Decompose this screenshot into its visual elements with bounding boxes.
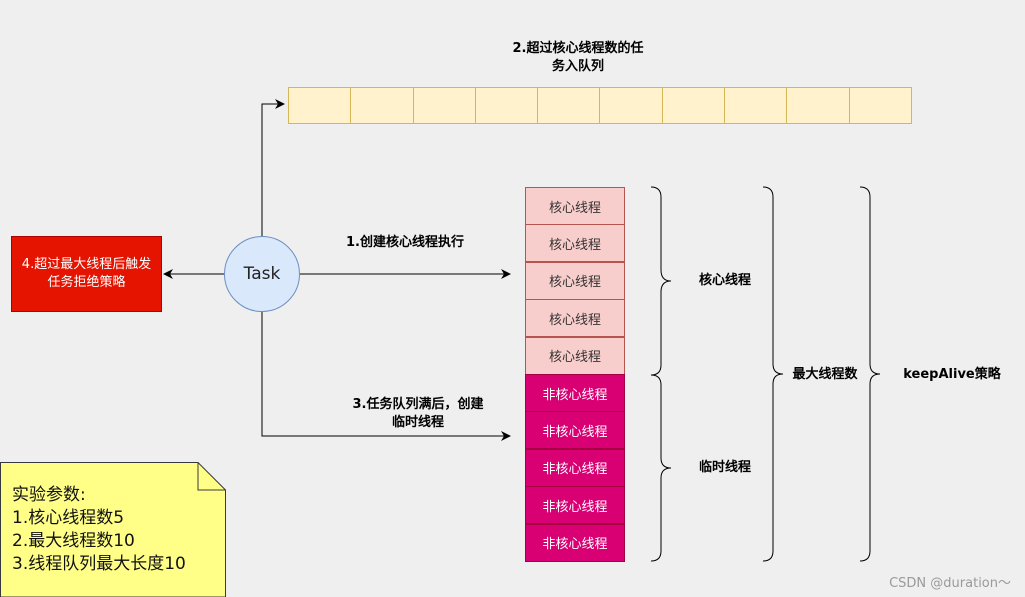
note-item: 3.线程队列最大长度10 <box>12 554 186 574</box>
note-item: 2.最大线程数10 <box>12 531 135 551</box>
queue-slot <box>724 87 788 124</box>
reject-line2: 任务拒绝策略 <box>47 275 126 290</box>
note-fold <box>197 462 226 491</box>
queue-label-line2: 务入队列 <box>551 59 604 74</box>
temp-group-label: 临时线程 <box>698 460 751 475</box>
create-temp-line2: 临时线程 <box>391 415 444 430</box>
note-item: 1.核心线程数5 <box>12 508 125 528</box>
core-thread-cell: 核心线程 <box>525 187 625 225</box>
core-brace <box>650 186 672 376</box>
queue-slot <box>288 87 352 124</box>
noncore-thread-cell: 非核心线程 <box>525 486 625 525</box>
note-title: 实验参数: <box>12 485 86 505</box>
reject-line1: 4.超过最大线程后触发 <box>21 257 152 272</box>
noncore-thread-cell: 非核心线程 <box>525 448 625 487</box>
experiment-params-note: 实验参数: 1.核心线程数5 2.最大线程数10 3.线程队列最大长度10 <box>12 484 186 576</box>
task-node: Task <box>224 236 300 312</box>
max-group-label: 最大线程数 <box>792 367 858 382</box>
arrow-to-temp-threads <box>261 312 511 441</box>
task-queue <box>288 87 912 124</box>
queue-slot <box>661 87 726 124</box>
reject-policy-box: 4.超过最大线程后触发 任务拒绝策略 <box>11 236 162 312</box>
queue-label-line1: 2.超过核心线程数的任 <box>512 41 644 56</box>
noncore-thread-cell: 非核心线程 <box>525 523 625 562</box>
queue-label: 2.超过核心线程数的任 务入队列 <box>488 40 668 76</box>
noncore-thread-cell: 非核心线程 <box>525 411 625 450</box>
create-temp-line1: 3.任务队列满后，创建 <box>352 397 484 412</box>
create-core-label: 1.创建核心线程执行 <box>346 235 464 250</box>
core-group-label: 核心线程 <box>698 273 751 288</box>
queue-slot <box>848 87 912 124</box>
keepalive-brace <box>859 186 881 562</box>
create-temp-label: 3.任务队列满后，创建 临时线程 <box>330 396 506 432</box>
watermark: CSDN @duration～ <box>889 576 1011 591</box>
queue-slot <box>350 87 414 124</box>
keepalive-group-label: keepAlive策略 <box>903 367 1001 382</box>
max-brace <box>762 186 784 562</box>
core-thread-cell: 核心线程 <box>525 336 625 375</box>
core-thread-cell: 核心线程 <box>525 299 625 338</box>
arrow-to-queue <box>261 99 285 236</box>
queue-slot <box>412 87 476 124</box>
task-label: Task <box>243 264 281 284</box>
core-thread-cell: 核心线程 <box>525 261 625 300</box>
core-thread-cell: 核心线程 <box>525 224 625 263</box>
queue-slot <box>537 87 601 124</box>
queue-slot <box>474 87 539 124</box>
noncore-thread-cell: 非核心线程 <box>525 374 625 412</box>
queue-slot <box>786 87 850 124</box>
queue-slot <box>599 87 663 124</box>
note-shape <box>0 462 226 597</box>
temp-brace <box>650 374 672 562</box>
